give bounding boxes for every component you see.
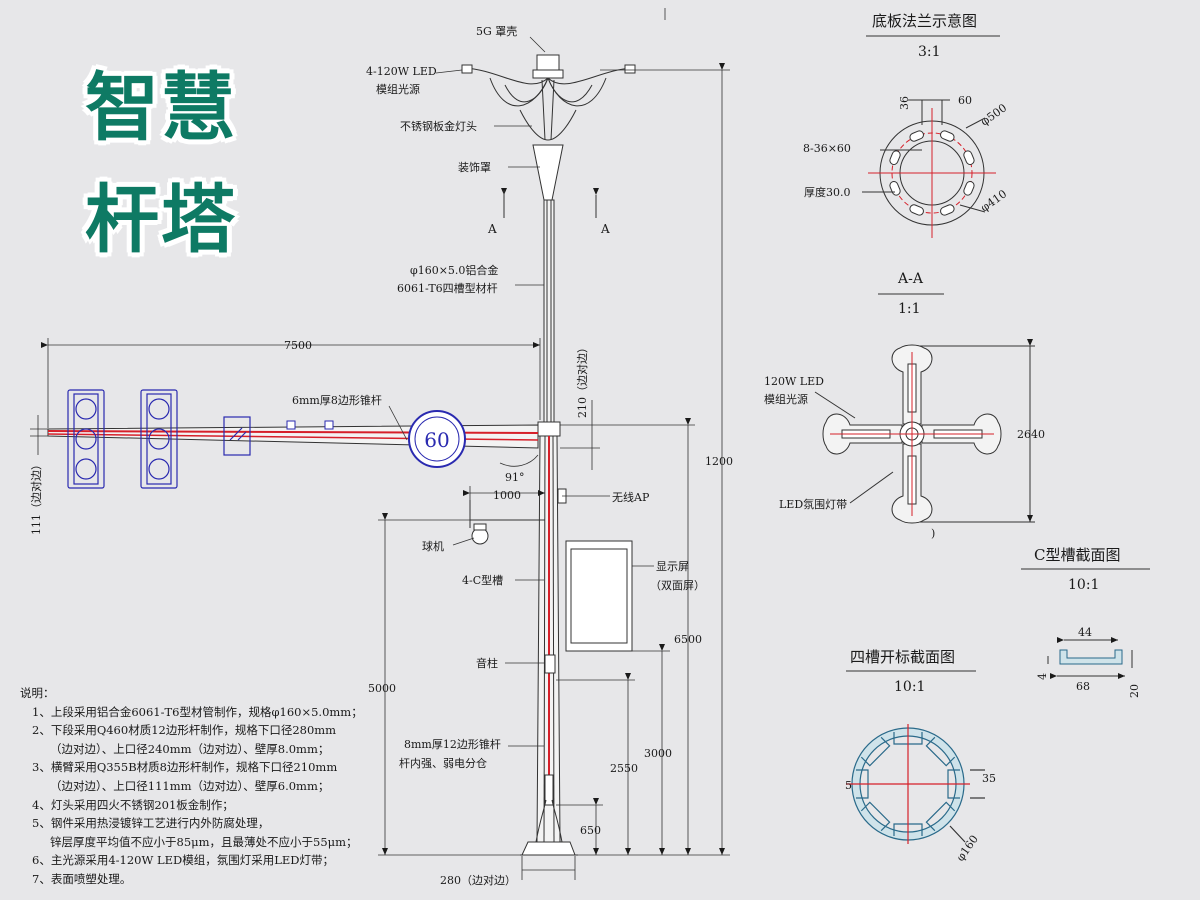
note-line: 5、钢件采用热浸镀锌工艺进行内外防腐处理， xyxy=(32,816,270,831)
upper-pipe-label-1: φ160×5.0铝合金 xyxy=(410,263,498,277)
dim-2550: 2550 xyxy=(610,762,638,775)
dim-total: 1200 xyxy=(705,455,733,468)
note-line: 1、上段采用铝合金6061-T6型材管制作，规格φ160×5.0mm； xyxy=(32,704,363,719)
fourslot-scale: 10:1 xyxy=(894,679,925,695)
fourslot-d160: φ160 xyxy=(954,833,981,864)
section-a-left: A xyxy=(487,222,497,236)
note-line: 7、表面喷塑处理。 xyxy=(32,871,132,886)
aa-led-label-2: 模组光源 xyxy=(764,392,808,406)
note-line: 6、主光源采用4-120W LED模组，氛围灯采用LED灯带； xyxy=(32,853,334,868)
dimension-lines xyxy=(30,8,730,880)
base-shape xyxy=(521,841,576,856)
decorative-cover-shape xyxy=(532,144,564,201)
fourslot-d5: 5 xyxy=(845,779,852,792)
banner-line-2: 杆塔 xyxy=(85,177,237,263)
flange-hole xyxy=(889,150,901,165)
traffic-light-1 xyxy=(67,389,105,489)
cslot-title: C型槽截面图 xyxy=(1034,546,1120,564)
5g-cap-label: 5G 罩壳 xyxy=(476,24,517,38)
leader-lines xyxy=(388,36,654,747)
speed-limit-value: 60 xyxy=(424,428,449,452)
profile-slot xyxy=(925,801,956,832)
profile-slot xyxy=(860,801,891,832)
flange-hole xyxy=(940,130,955,142)
ap-label: 无线AP xyxy=(612,490,650,504)
dim-6500: 6500 xyxy=(674,633,702,646)
flange-hole xyxy=(963,181,975,196)
arm-thickness-dim: 210（边对边） xyxy=(575,342,589,418)
arm-angle-label: 91° xyxy=(505,471,525,484)
upper-pipe-shape xyxy=(543,199,555,426)
led-module-label-1: 4-120W LED xyxy=(366,65,437,78)
note-line: （边对边）、上口径111mm（边对边）、壁厚6.0mm； xyxy=(50,778,330,793)
aa-section-view xyxy=(814,339,1035,524)
note-line: 2、下段采用Q460材质12边形杆制作，规格下口径280mm xyxy=(32,723,337,738)
flange-d410: φ410 xyxy=(978,187,1009,214)
flange-hole xyxy=(889,181,901,196)
dim-base: 280（边对边） xyxy=(440,873,516,887)
cslot-d20: 20 xyxy=(1128,684,1141,698)
note-line: 3、横臂采用Q355B材质8边形杆制作，规格下口径210mm xyxy=(32,760,338,775)
led-module-label-2: 模组光源 xyxy=(376,82,420,96)
flange-hole xyxy=(909,130,924,142)
cslot-d68: 68 xyxy=(1076,680,1090,693)
c-slot-label: 4-C型槽 xyxy=(462,573,503,587)
cslot-d44: 44 xyxy=(1078,626,1092,639)
arm-label: 6mm厚8边形锥杆 xyxy=(292,393,382,407)
aa-title: A-A xyxy=(897,271,924,287)
speed-limit-sign: 60 xyxy=(408,410,466,468)
notes-title: 说明： xyxy=(20,686,55,700)
note-line: （边对边）、上口径240mm（边对边）、壁厚8.0mm； xyxy=(50,741,330,756)
profile-slot xyxy=(925,736,956,767)
flange-holes-label: 8-36×60 xyxy=(803,142,851,155)
traffic-light-2 xyxy=(140,389,178,489)
dim-3000: 3000 xyxy=(644,747,672,760)
fourslot-title: 四槽开标截面图 xyxy=(850,648,955,666)
cover-label: 装饰罩 xyxy=(458,160,491,174)
flange-hole xyxy=(963,150,975,165)
note-line: 4、灯头采用四火不锈钢201板金制作； xyxy=(32,797,234,812)
screen-label-1: 显示屏 xyxy=(656,560,689,573)
banner-line-1: 智慧 xyxy=(85,65,237,151)
upper-pipe-label-2: 6061-T6四槽型材杆 xyxy=(397,281,498,295)
aa-scale: 1:1 xyxy=(898,301,921,317)
speaker-label: 音柱 xyxy=(476,656,498,670)
aa-dim: 2640 xyxy=(1017,428,1045,441)
camera-label: 球机 xyxy=(422,539,444,553)
flange-d36: 36 xyxy=(898,96,911,110)
dim-650: 650 xyxy=(580,824,601,837)
flange-hole xyxy=(909,204,924,216)
note-line: 锌层厚度平均值不应小于85μm，且最薄处不应小于55μm； xyxy=(50,834,358,849)
section-a-right: A xyxy=(600,222,610,236)
lamp-head-label: 不锈钢板金灯头 xyxy=(400,119,477,133)
aa-led-label-1: 120W LED xyxy=(764,375,824,388)
notes-block: 说明： 1、上段采用铝合金6061-T6型材管制作，规格φ160×5.0mm； … xyxy=(20,684,400,889)
fourslot-section xyxy=(846,724,985,844)
flange-hole xyxy=(940,204,955,216)
cslot-section xyxy=(1047,637,1133,679)
flange-view xyxy=(862,99,996,238)
aa-band-label: LED氛围灯带 xyxy=(779,498,847,511)
lower-pole-label-1: 8mm厚12边形锥杆 xyxy=(404,737,501,751)
flange-d500: φ500 xyxy=(978,101,1009,128)
cslot-d4: 4 xyxy=(1036,673,1049,680)
fourslot-d35: 35 xyxy=(982,772,996,785)
arm-length-dim: 7500 xyxy=(284,339,312,352)
title-banner: 智慧 杆塔 xyxy=(85,52,285,276)
flange-thickness: 厚度30.0 xyxy=(804,185,851,199)
dim-5000: 5000 xyxy=(368,682,396,695)
arm-end-dim: 111（边对边） xyxy=(29,459,43,535)
aa-mark: ) xyxy=(931,527,935,540)
profile-slot xyxy=(860,736,891,767)
flange-title: 底板法兰示意图 xyxy=(872,12,977,30)
lower-pole-label-2: 杆内强、弱电分仓 xyxy=(399,756,487,770)
ap-offset-dim: 1000 xyxy=(493,489,521,502)
cslot-scale: 10:1 xyxy=(1068,577,1099,593)
screen-label-2: （双面屏） xyxy=(650,579,705,592)
screen-shape xyxy=(565,540,633,652)
lane-sign xyxy=(223,416,251,456)
flange-scale: 3:1 xyxy=(918,44,941,60)
flange-d60: 60 xyxy=(958,94,972,107)
